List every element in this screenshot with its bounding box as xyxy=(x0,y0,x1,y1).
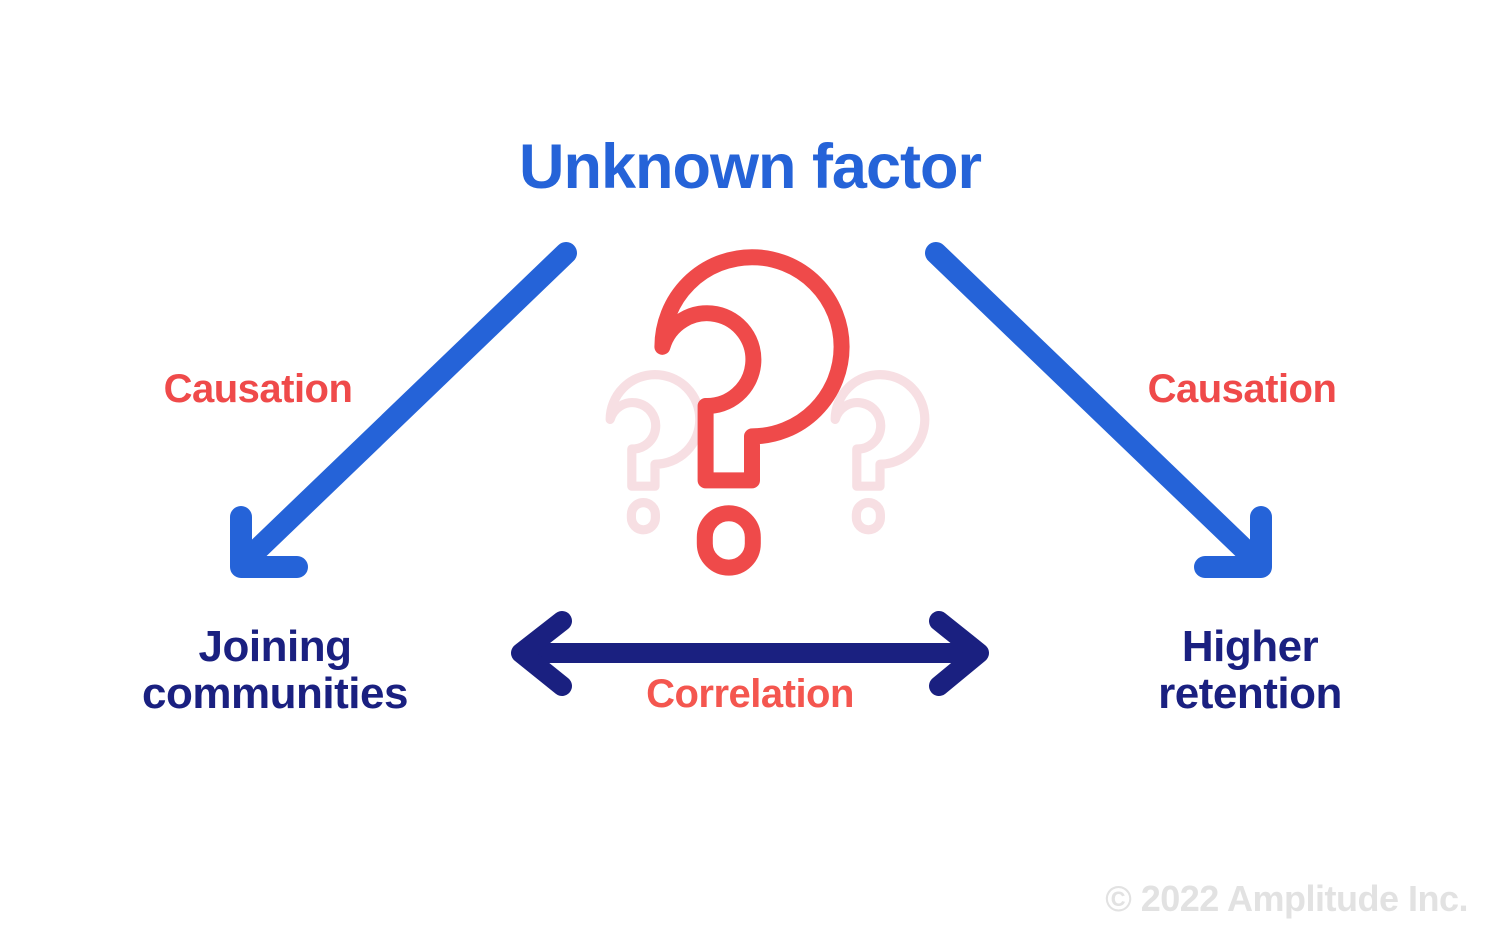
question-mark-icon xyxy=(654,249,850,576)
question-mark-faded-icon xyxy=(830,370,930,535)
edge-label-causation-left: Causation xyxy=(163,367,353,411)
double-headed-arrow-icon xyxy=(511,611,989,696)
question-mark-faded-icon xyxy=(605,370,705,535)
node-label-higher-retention: Higher retention xyxy=(1158,622,1342,718)
node-label-joining-communities: Joining communities xyxy=(142,622,408,718)
edge-label-correlation: Correlation xyxy=(646,672,854,716)
page-title: Unknown factor xyxy=(518,132,982,202)
arrow-down-left-icon xyxy=(230,242,577,578)
copyright-notice: © 2022 Amplitude Inc. xyxy=(1105,878,1468,919)
arrow-down-right-icon xyxy=(925,242,1272,578)
edge-label-causation-right: Causation xyxy=(1147,367,1337,411)
